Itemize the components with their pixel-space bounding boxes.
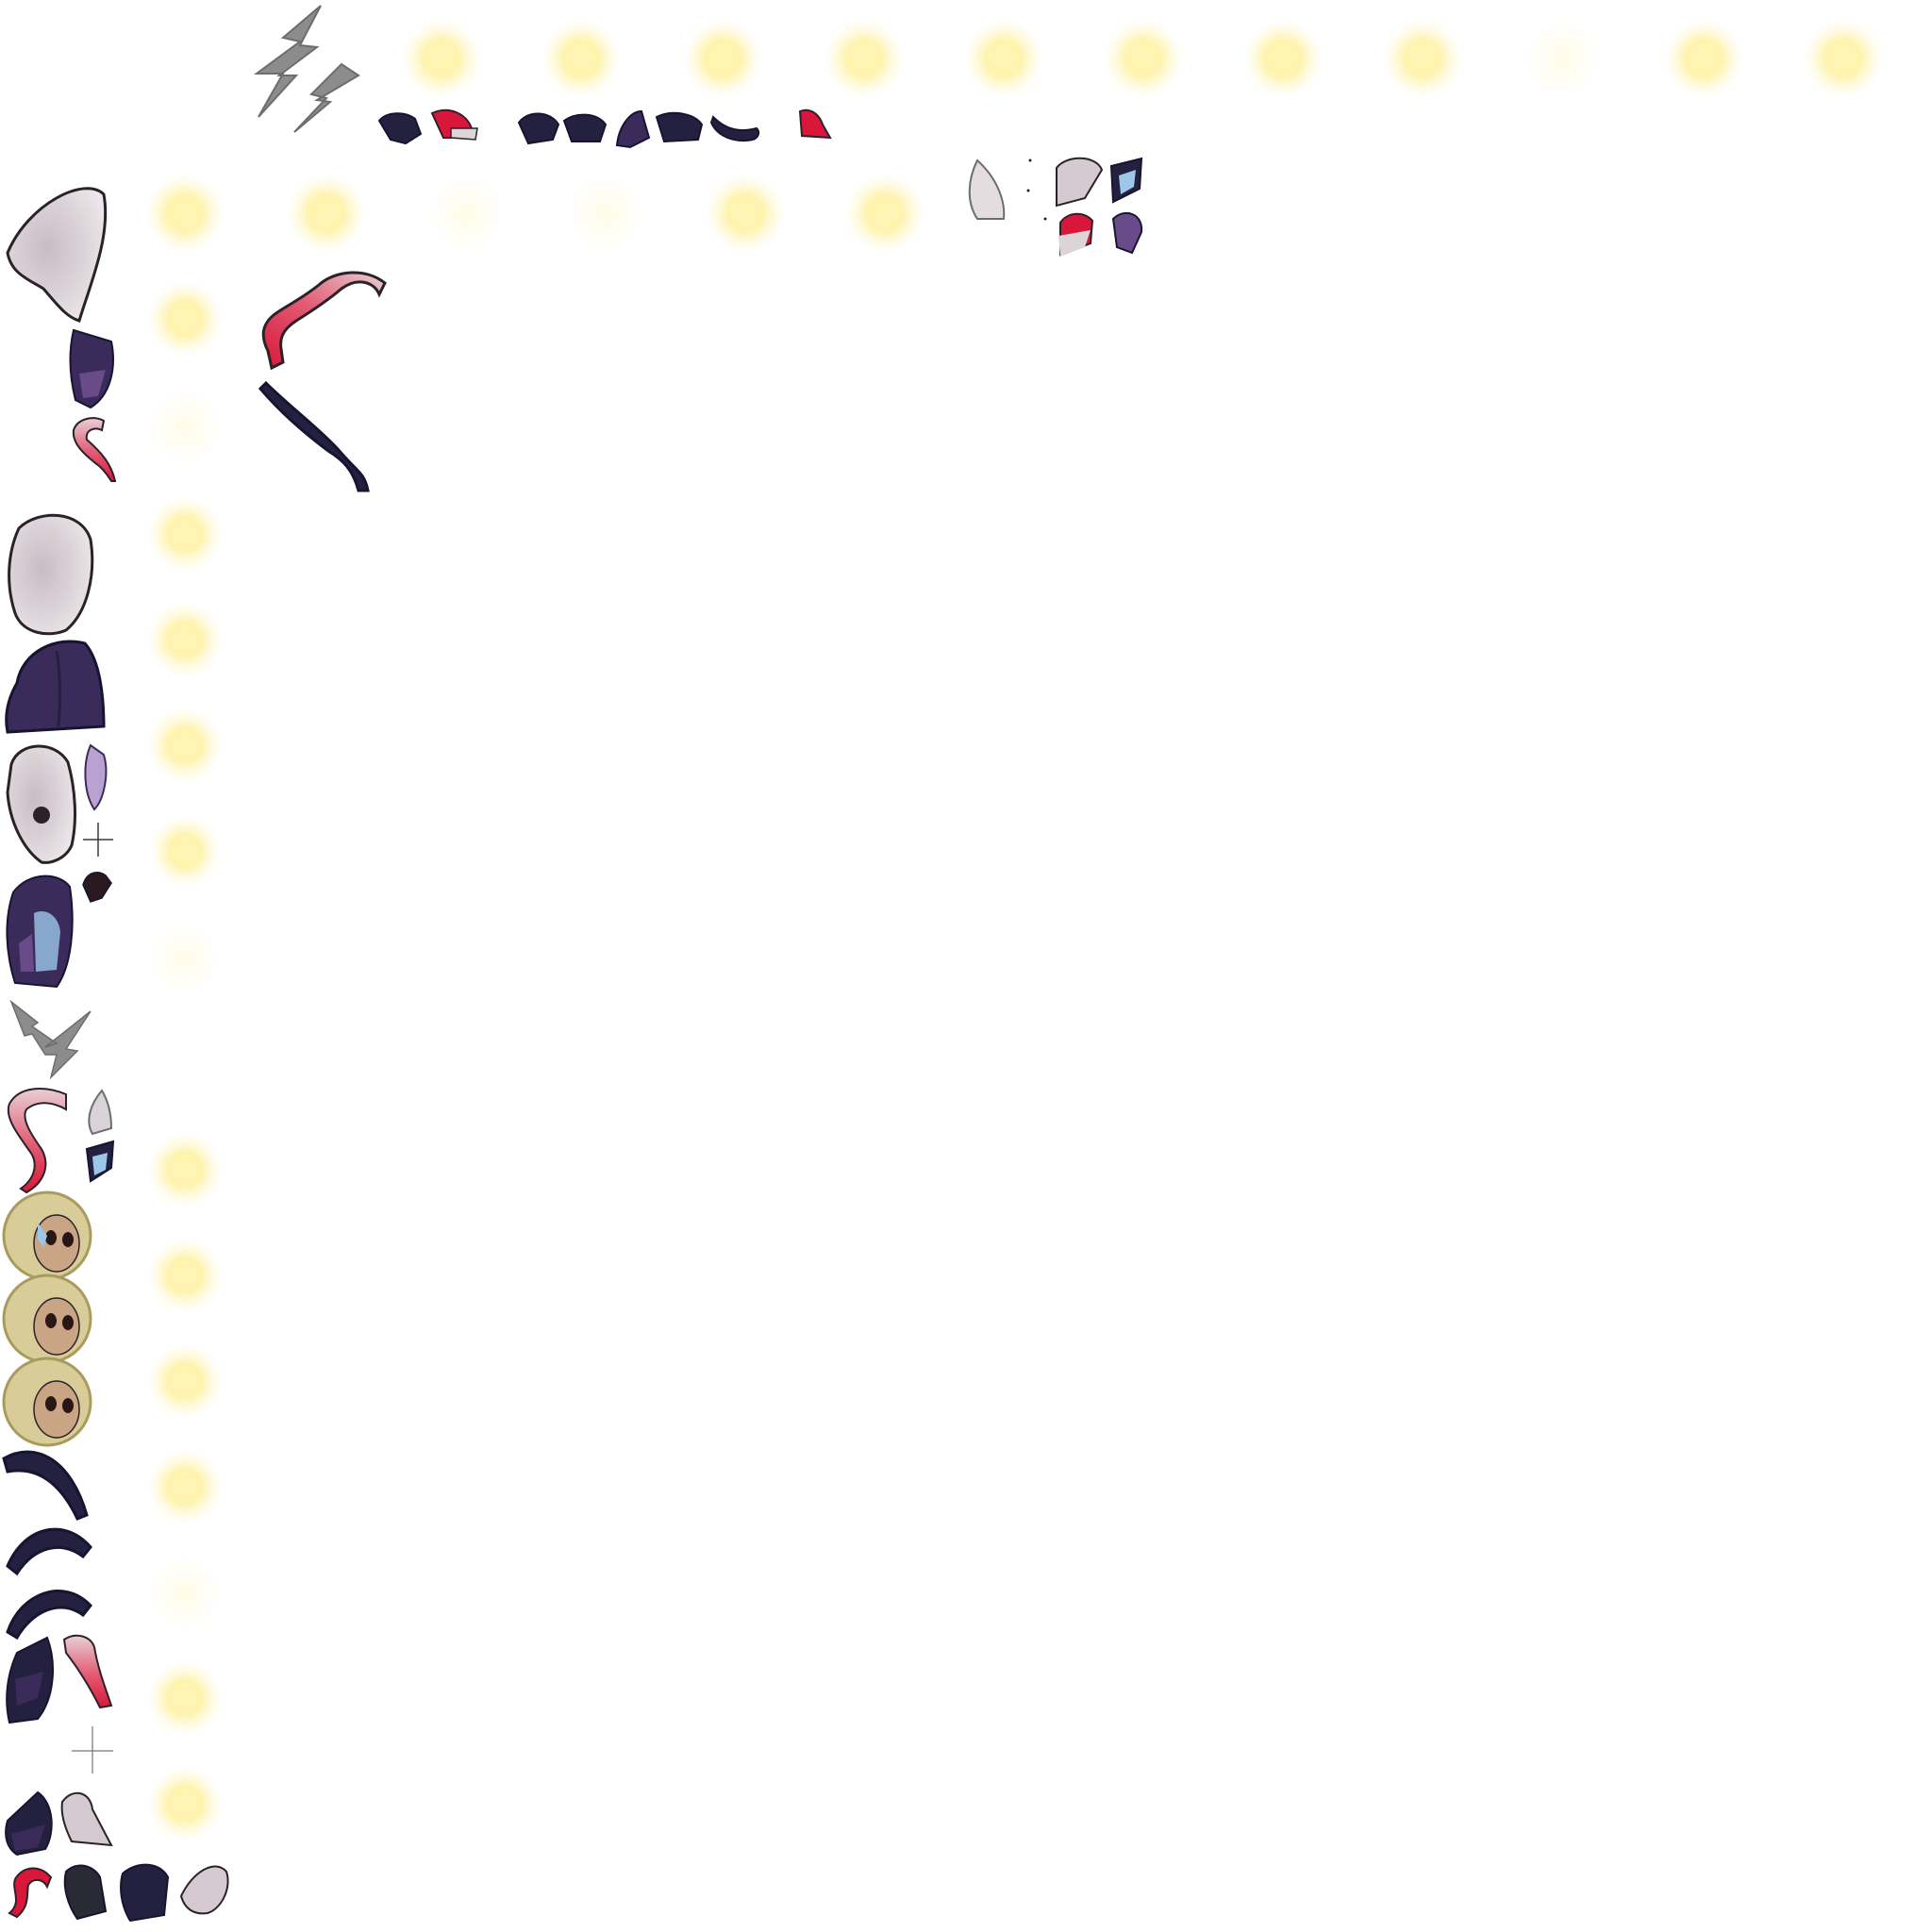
glow-orb-icon [147, 281, 223, 357]
tentacle-icon [62, 1634, 113, 1709]
glow-orb-icon [287, 174, 366, 253]
tentacle-icon [258, 380, 370, 492]
claw-icon [1111, 211, 1143, 255]
left-column-parts [2, 187, 229, 1923]
claw-icon [69, 328, 114, 409]
glow-orb-faint-icon [145, 1553, 225, 1632]
glow-orb-row-second [145, 172, 924, 255]
glow-orb-icon [147, 1766, 223, 1841]
glow-orb-icon [147, 1238, 223, 1313]
tentacle-icon [7, 1088, 67, 1194]
horn-icon [798, 108, 832, 140]
glow-orb-column [145, 281, 225, 1841]
tentacle-icon [6, 1590, 92, 1641]
glow-orb-faint-icon [564, 172, 647, 255]
spine-icon [84, 743, 108, 811]
claw-icon [63, 1864, 108, 1921]
glow-orb-icon [147, 708, 223, 783]
glow-orb-icon [147, 1449, 223, 1524]
glow-orb-faint-icon [1521, 17, 1604, 100]
glow-orb-icon [147, 1132, 223, 1208]
tentacle-icon [6, 1527, 92, 1576]
glow-orb-icon [706, 174, 785, 253]
horn-icon [60, 1791, 113, 1847]
glow-orb-icon [824, 19, 904, 98]
lightning-icon [9, 999, 92, 1080]
sparkle-icon [72, 1726, 113, 1774]
face-icon [2, 1274, 92, 1364]
glow-orb-icon [402, 19, 481, 98]
face-icon [6, 744, 76, 864]
tentacle-icon [261, 271, 387, 371]
glow-orb-icon [1804, 19, 1883, 98]
claw-icon [562, 113, 608, 142]
glow-orb-icon [541, 19, 621, 98]
glow-orb-icon [149, 815, 221, 887]
glow-orb-row-top [402, 17, 1883, 100]
glow-orb-faint-icon [145, 387, 225, 466]
glow-orb-icon [147, 1343, 223, 1419]
glow-orb-faint-icon [425, 172, 508, 255]
spine-icon [968, 158, 1006, 220]
face-icon [2, 1191, 92, 1281]
claw-icon [377, 112, 423, 145]
glow-orb-icon [1104, 19, 1183, 98]
hood [5, 640, 106, 734]
glow-orb-icon [964, 19, 1043, 98]
small-parts-row [377, 108, 832, 149]
sparkle-icon [83, 823, 113, 857]
glow-orb-icon [1383, 19, 1462, 98]
claw-icon [615, 109, 651, 149]
face-icon [2, 1357, 92, 1447]
claw-icon [517, 112, 560, 145]
long-tentacles [258, 271, 387, 492]
glow-orb-icon [1243, 19, 1323, 98]
glow-orb-icon [147, 1660, 223, 1736]
tentacle-icon [2, 1450, 89, 1521]
claw-icon [120, 1863, 170, 1923]
part-cluster-top-right [968, 157, 1143, 257]
tentacle-icon [8, 1867, 53, 1919]
glow-orb-faint-icon [147, 921, 223, 996]
glow-orb-icon [845, 174, 924, 253]
tentacle-icon [709, 115, 760, 142]
glow-orb-icon [145, 174, 225, 253]
horn-icon [1056, 157, 1104, 208]
lightning-icon [253, 5, 360, 133]
horn-icon [179, 1865, 229, 1915]
horn-icon [6, 187, 108, 323]
horn-icon [450, 127, 478, 141]
tentacle-icon [72, 417, 117, 482]
glow-orb-icon [147, 496, 223, 572]
spine-icon [88, 1089, 113, 1136]
glow-orb-icon [147, 602, 223, 677]
glow-orb-icon [1664, 19, 1743, 98]
claw-icon [655, 111, 704, 143]
glow-orb-icon [683, 19, 762, 98]
horn-icon [8, 513, 94, 636]
hand-icon [82, 872, 112, 903]
